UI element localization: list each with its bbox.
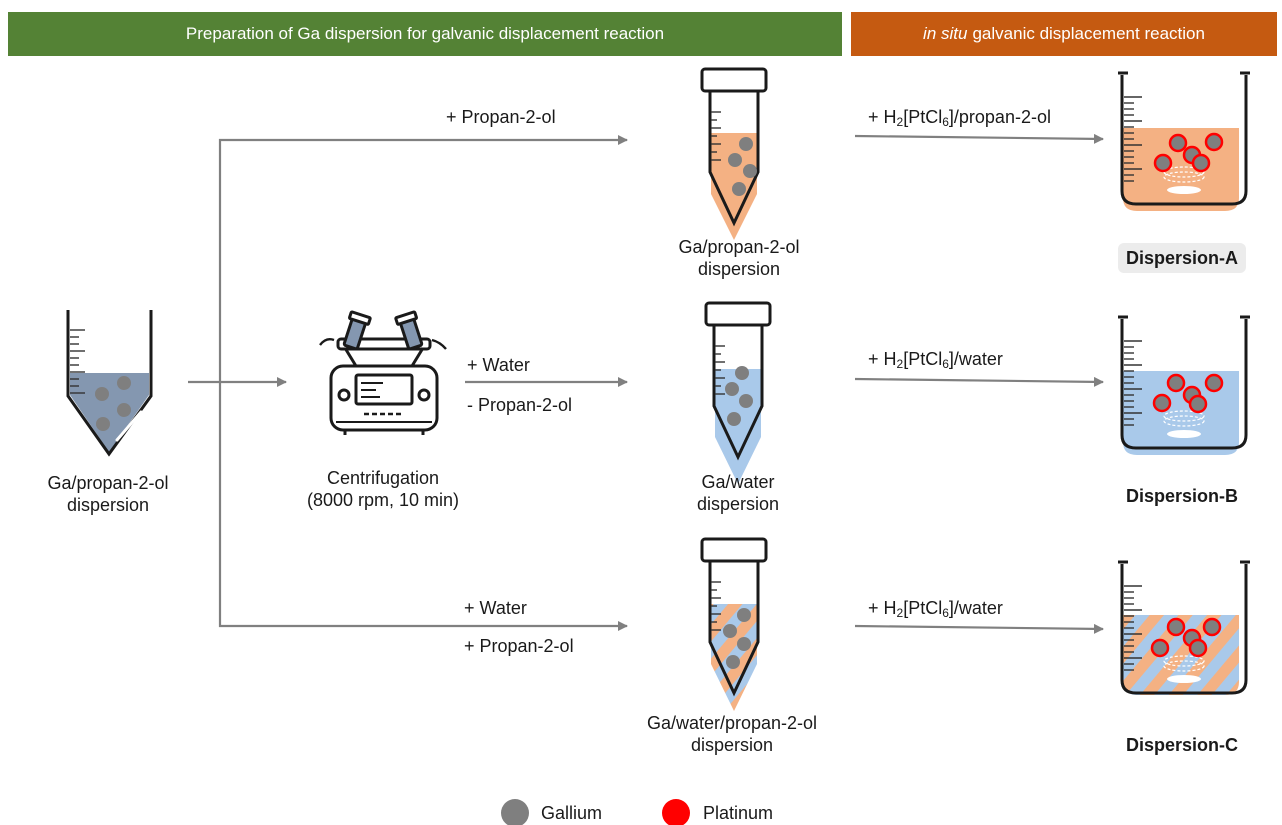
preparation-banner: Preparation of Ga dispersion for galvani… (8, 12, 842, 56)
beaker-dispersion-c (1116, 560, 1252, 695)
tube-propanol (700, 67, 768, 240)
tube-water (704, 301, 772, 484)
branch-line-bottom (218, 380, 628, 631)
reagent-label-a: + H2[PtCl6]/propan-2-ol (868, 107, 1051, 129)
arrow-to-dispersion-c (854, 623, 1104, 634)
tube-mixed (700, 537, 768, 711)
legend-gallium-label: Gallium (541, 803, 603, 823)
reagent-label-b: + H2[PtCl6]/water (868, 349, 1003, 371)
arrow-to-dispersion-b (854, 376, 1104, 387)
arrow-label-minus-propanol: - Propan-2-ol (467, 395, 573, 415)
source-vessel (66, 310, 153, 457)
dispersion-b-label: Dispersion-B (1125, 486, 1239, 506)
arrow-to-dispersion-a (854, 133, 1104, 144)
beaker-dispersion-a (1116, 71, 1252, 211)
legend-gallium-swatch (501, 799, 529, 825)
centrifugation-label: Centrifugation(8000 rpm, 10 min) (306, 468, 460, 510)
flow-arrows (188, 133, 1104, 634)
arrow-label-top: + Propan-2-ol (446, 107, 556, 127)
legend-platinum-swatch (662, 799, 690, 825)
reagent-label-c: + H2[PtCl6]/water (868, 598, 1003, 620)
centrifuge-icon (319, 310, 447, 435)
beaker-dispersion-b (1116, 315, 1252, 455)
in-situ-banner-text: galvanic displacement reaction (972, 24, 1205, 43)
arrow-label-water: + Water (467, 355, 530, 375)
dispersion-a-label: Dispersion-A (1117, 243, 1247, 273)
arrow-label-bottom-propanol: + Propan-2-ol (464, 636, 574, 656)
branch-line-top (218, 135, 628, 380)
in-situ-banner: in situ galvanic displacement reaction (851, 12, 1277, 56)
in-situ-italic-text: in situ (923, 24, 968, 43)
gallium-particles (95, 376, 131, 431)
dispersion-c-label: Dispersion-C (1125, 735, 1239, 755)
legend-platinum-label: Platinum (703, 803, 774, 823)
arrow-label-bottom-water: + Water (464, 598, 527, 618)
preparation-banner-text: Preparation of Ga dispersion for galvani… (185, 24, 665, 43)
